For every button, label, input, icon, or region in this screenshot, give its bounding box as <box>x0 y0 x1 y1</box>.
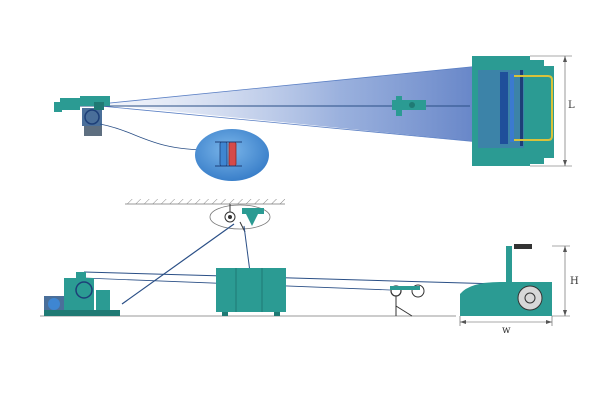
top-view: L <box>54 55 575 181</box>
wire-to-drum <box>243 225 251 273</box>
supply-drum <box>216 268 286 316</box>
label-H: H <box>570 276 579 287</box>
reel-unit-top <box>472 56 554 166</box>
detail-circle <box>195 129 269 181</box>
reel-machine-side <box>460 244 552 316</box>
main-wire-upper <box>83 271 501 285</box>
handle-frame <box>514 75 553 141</box>
label-w: w <box>502 325 511 336</box>
dimension-w: w <box>459 316 553 336</box>
overhead-pulley <box>209 204 271 233</box>
side-view: H w <box>40 199 579 336</box>
cone-edge-top <box>99 63 501 105</box>
motor-assembly-side <box>44 272 120 316</box>
ceiling <box>125 199 285 205</box>
cone-edge-bottom <box>99 105 501 145</box>
projection-cone <box>100 64 500 144</box>
wire-to-motor <box>121 223 235 305</box>
guide-bracket <box>392 96 426 116</box>
dimension-L: L <box>530 55 575 167</box>
motor-assembly-top <box>54 96 110 136</box>
feed-wire <box>99 123 211 151</box>
label-L: L <box>568 100 575 111</box>
tensioner-stand <box>390 284 425 317</box>
dimension-H: H <box>552 245 579 317</box>
